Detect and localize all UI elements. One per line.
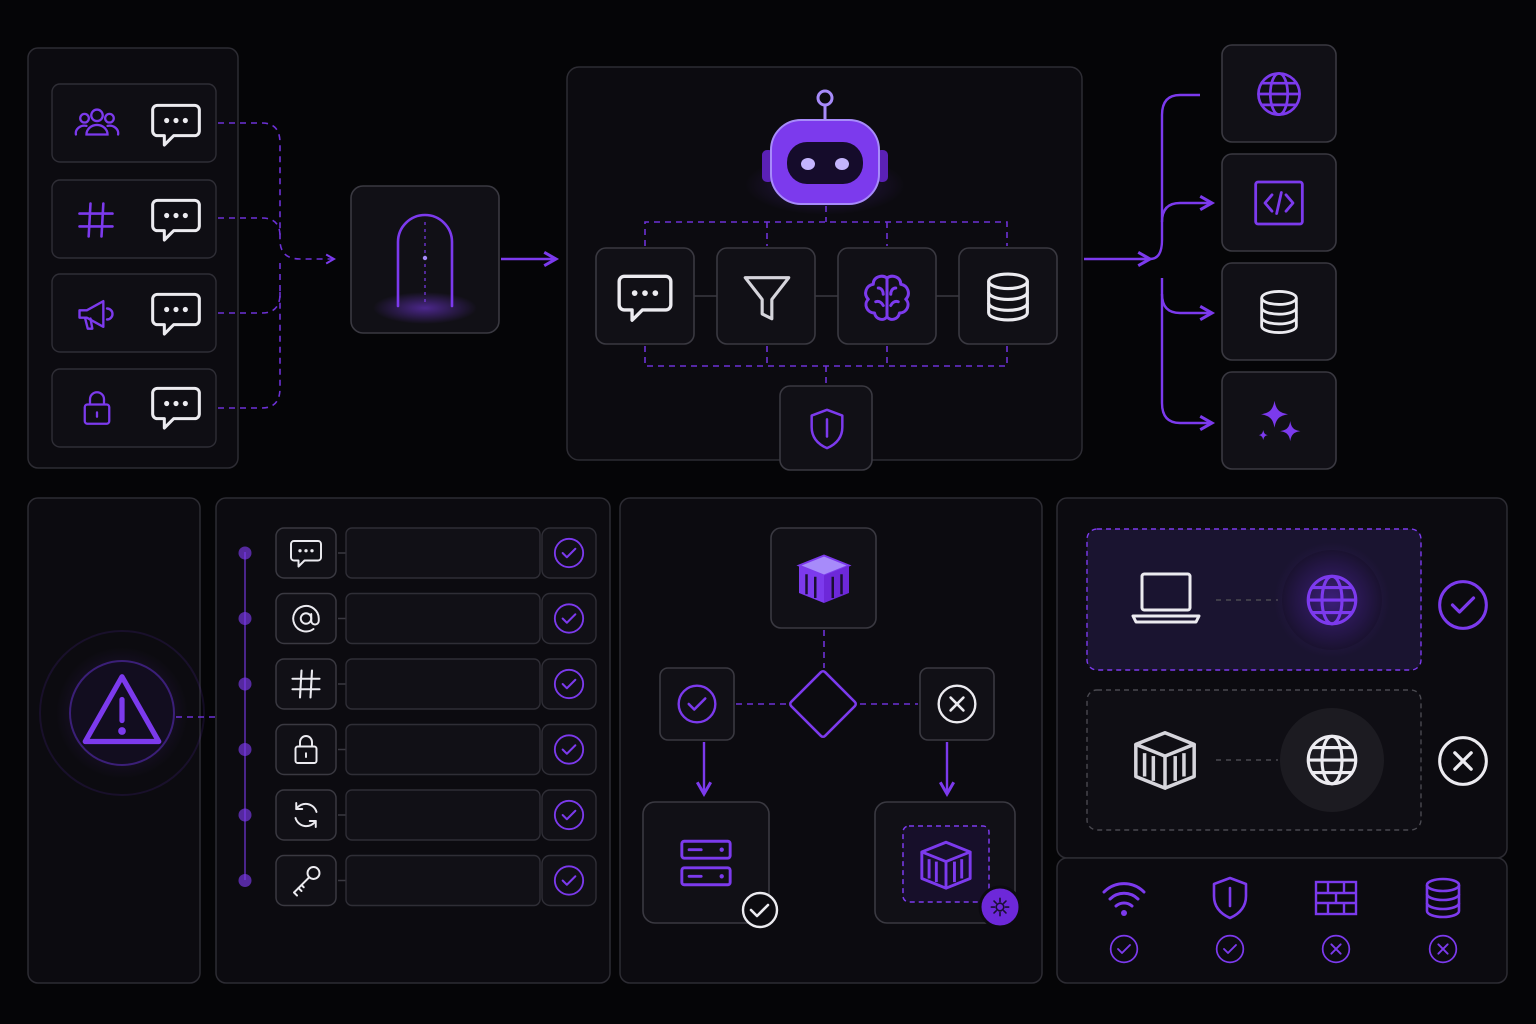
checklist-row[interactable] <box>238 723 597 776</box>
decision-diamond[interactable] <box>789 670 857 738</box>
checklist-field <box>345 789 541 841</box>
checklist-row[interactable] <box>238 527 597 579</box>
reject-node[interactable] <box>919 667 995 741</box>
decision-top-node[interactable] <box>770 527 877 629</box>
checklist-field <box>345 527 541 579</box>
source-connectors <box>218 122 337 409</box>
output-sparkles[interactable] <box>1221 371 1337 470</box>
decision-connectors <box>695 630 956 798</box>
output-database[interactable] <box>1221 262 1337 361</box>
gateway-arch-icon <box>396 213 454 308</box>
module-database[interactable] <box>958 247 1058 345</box>
module-brain[interactable] <box>837 247 937 345</box>
robot-node[interactable] <box>745 89 905 215</box>
timeline-dot <box>238 874 252 887</box>
capabilities-panel <box>1056 857 1508 984</box>
source-row-users[interactable] <box>51 83 217 163</box>
server-result-node[interactable] <box>642 801 779 929</box>
source-row-lock[interactable] <box>51 368 217 448</box>
approve-node[interactable] <box>659 667 735 741</box>
checklist-rows <box>238 527 597 907</box>
container-result-node[interactable] <box>874 801 1022 929</box>
timeline-dot <box>238 808 252 822</box>
check-badge-icon <box>749 903 770 918</box>
output-connectors <box>1084 93 1216 432</box>
guard-node[interactable] <box>779 385 873 471</box>
timeline-dot <box>238 743 252 756</box>
checklist-row[interactable] <box>238 789 597 841</box>
network-row-blocked[interactable] <box>1086 689 1422 831</box>
output-code[interactable] <box>1221 153 1337 252</box>
source-row-megaphone[interactable] <box>51 273 217 353</box>
module-chat[interactable] <box>595 247 695 345</box>
checklist-row[interactable] <box>238 854 597 907</box>
timeline-dot <box>238 546 252 560</box>
timeline-dot <box>238 677 252 691</box>
checklist-field <box>345 723 541 776</box>
module-filter[interactable] <box>716 247 816 345</box>
output-globe[interactable] <box>1221 44 1337 143</box>
network-row-allowed[interactable] <box>1086 528 1422 671</box>
checklist-field <box>345 854 541 907</box>
source-row-hashtag[interactable] <box>51 179 217 259</box>
gateway-node[interactable] <box>350 185 500 334</box>
module-connectors <box>644 206 1008 386</box>
container-icon <box>797 554 851 605</box>
alert-node[interactable] <box>39 630 205 796</box>
checklist-field <box>345 658 541 710</box>
checklist-row[interactable] <box>238 658 597 710</box>
checklist-field <box>345 592 541 645</box>
checklist-row[interactable] <box>238 592 597 645</box>
timeline-dot <box>238 612 252 625</box>
